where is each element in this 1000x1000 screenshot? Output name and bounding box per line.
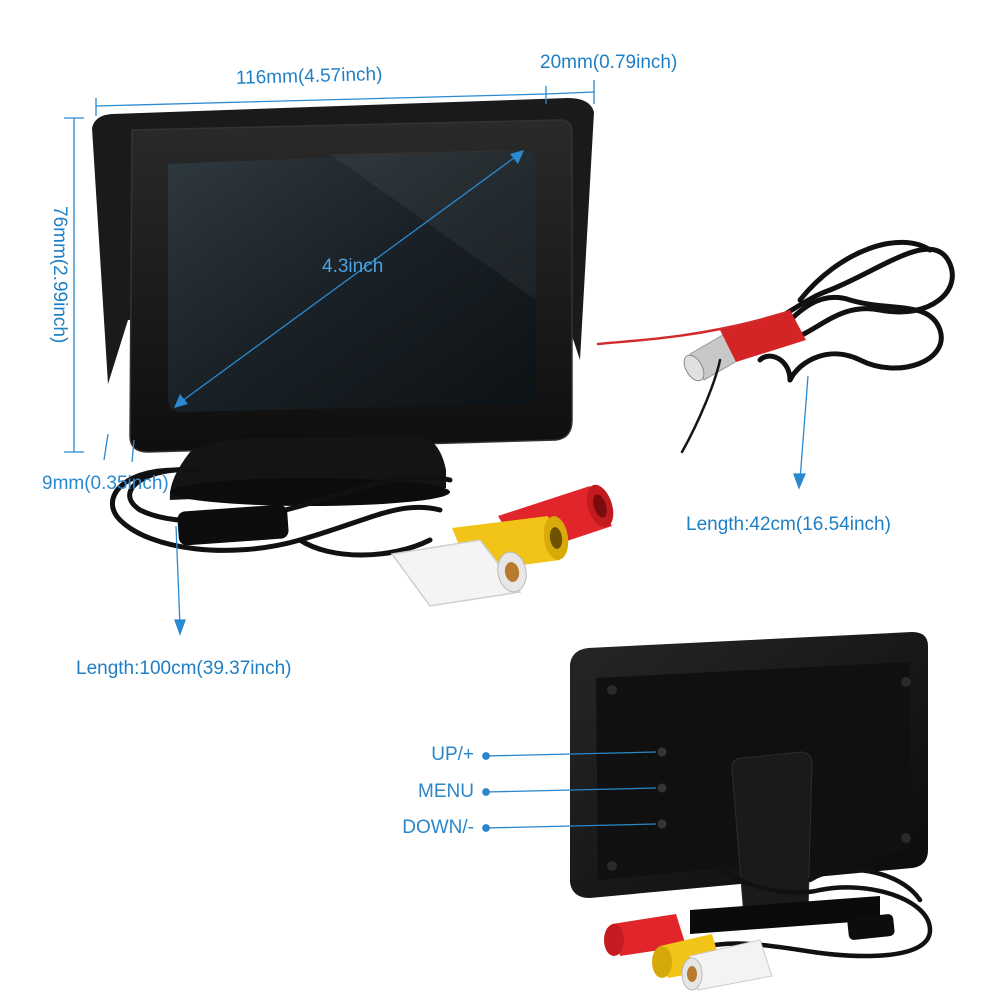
dimension-lines — [64, 80, 595, 463]
rca-white-plug — [390, 539, 527, 607]
back-stand — [731, 751, 813, 917]
down-button-hole — [657, 819, 667, 829]
up-button-label: UP/+ — [431, 744, 474, 765]
back-monitor — [570, 632, 928, 934]
monitor-cable-length-label: Length:100cm(39.37inch) — [76, 658, 292, 679]
front-monitor — [92, 98, 594, 506]
power-connector — [683, 310, 806, 382]
up-button-hole — [657, 747, 667, 757]
bezel-label: 9mm(0.35inch) — [42, 473, 169, 494]
back-cable — [697, 847, 933, 959]
diagonal-arrows — [174, 150, 524, 408]
power-leads — [596, 318, 762, 454]
cable-connector — [177, 504, 289, 546]
width-label: 116mm(4.57inch) — [235, 64, 383, 89]
diagonal-label: 4.3inch — [322, 256, 384, 277]
down-button-label: DOWN/- — [402, 817, 474, 838]
power-cable-length-label: Length:42cm(16.54inch) — [686, 514, 891, 535]
height-label: 76mm(2.99inch) — [49, 206, 70, 344]
monitor-screen — [168, 150, 536, 412]
menu-button-label: MENU — [418, 781, 474, 802]
screen-glare — [330, 150, 536, 300]
power-cable — [727, 239, 955, 383]
back-rca-plugs — [604, 914, 773, 991]
cable-length-arrows — [174, 375, 809, 636]
menu-button-hole — [657, 783, 667, 793]
depth-label: 20mm(0.79inch) — [540, 52, 678, 73]
back-cable-connector — [847, 914, 895, 940]
button-pointers — [482, 751, 657, 832]
